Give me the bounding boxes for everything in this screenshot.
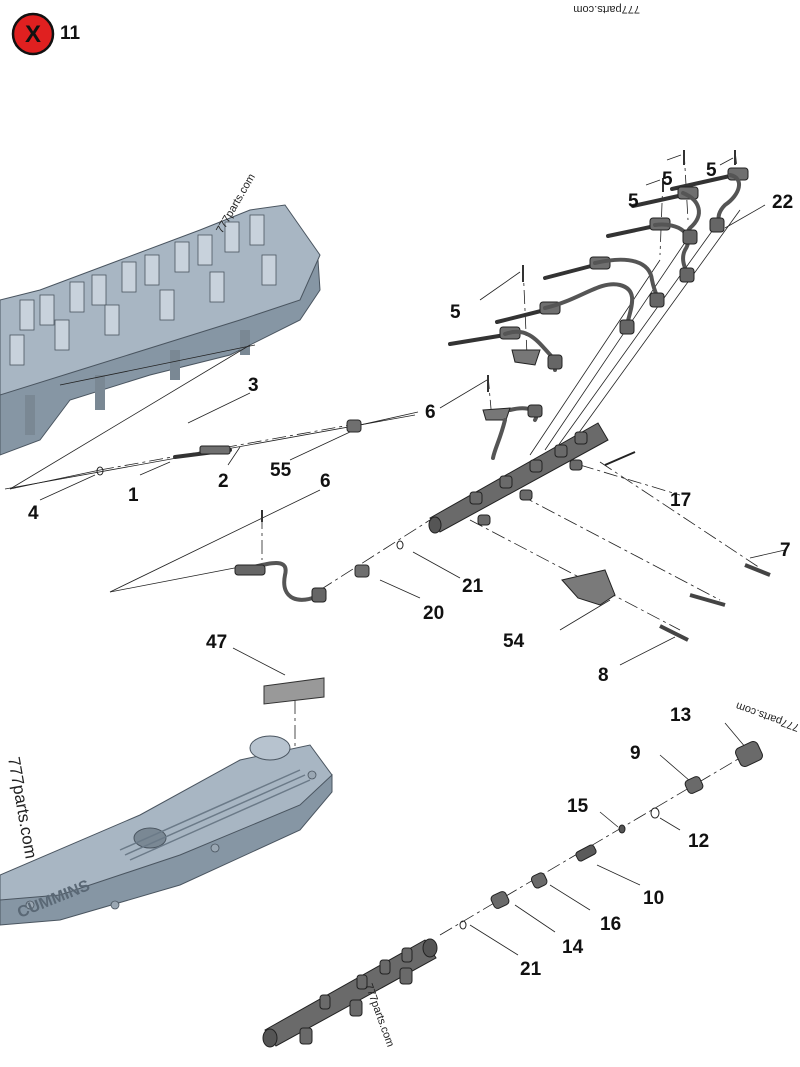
callout-20: 20	[423, 603, 444, 624]
callout-8: 8	[598, 665, 609, 686]
callout-16: 16	[600, 914, 621, 935]
gasket-47	[263, 677, 325, 705]
callout-14: 14	[562, 937, 584, 958]
fuel-rail-upper	[428, 422, 771, 642]
callout-3: 3	[248, 375, 259, 396]
callout-17: 17	[670, 490, 691, 511]
watermark-top: 777parts.com	[573, 3, 640, 15]
callout-22: 22	[772, 192, 793, 213]
callout-47: 47	[206, 632, 227, 653]
callout-55: 55	[270, 460, 292, 481]
fuel-rail-lower: 777parts.com 777parts.com	[262, 699, 800, 1049]
watermark-rail: 777parts.com	[362, 982, 396, 1049]
callout-5: 5	[662, 169, 673, 190]
valve-cover-illustration: CUMMINS 777parts.com	[0, 677, 333, 926]
watermark-right: 777parts.com	[734, 699, 800, 733]
callout-5: 5	[450, 302, 461, 323]
callout-1: 1	[128, 485, 139, 506]
callout-5: 5	[706, 160, 717, 181]
injectors-and-fuel-lines	[96, 150, 749, 603]
callout-15: 15	[567, 796, 589, 817]
callout-54: 54	[503, 631, 525, 652]
close-icon[interactable]	[11, 12, 55, 56]
watermark-cover: 777parts.com	[4, 755, 41, 860]
leader-lines	[4, 149, 786, 780]
callout-5: 5	[628, 191, 639, 212]
page-number: 11	[60, 23, 81, 44]
callout-7: 7	[780, 540, 791, 561]
close-glyph: X	[25, 21, 41, 48]
callout-2: 2	[218, 471, 229, 492]
callout-6: 6	[320, 471, 331, 492]
close-button[interactable]: X	[11, 12, 55, 56]
callout-12: 12	[688, 831, 709, 852]
callout-10: 10	[643, 888, 664, 909]
callout-labels: 5 5 5 5 22 3 6 55 6 4 1 2 17 7 21 20 54 …	[28, 160, 793, 980]
callout-4: 4	[28, 503, 39, 524]
callout-6: 6	[425, 402, 436, 423]
cylinder-head-illustration: 777parts.com	[0, 172, 321, 456]
callout-9: 9	[630, 743, 641, 764]
callout-21: 21	[462, 576, 484, 597]
callout-13: 13	[670, 705, 691, 726]
callout-21: 21	[520, 959, 542, 980]
